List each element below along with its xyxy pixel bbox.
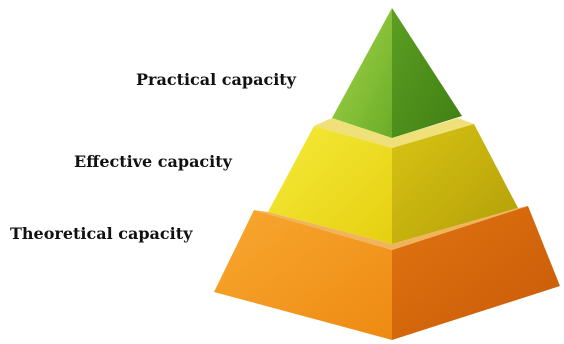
tier-practical — [332, 8, 462, 138]
tier-practical-left-face — [332, 8, 392, 138]
tier-theoretical-left-face — [214, 210, 392, 340]
tier-effective — [268, 118, 518, 244]
tier-effective-right-face — [392, 124, 518, 244]
label-effective-capacity: Effective capacity — [74, 152, 232, 171]
tier-effective-left-face — [268, 126, 392, 244]
tier-theoretical — [214, 206, 560, 340]
tier-practical-right-face — [392, 8, 462, 138]
label-theoretical-capacity: Theoretical capacity — [10, 224, 193, 243]
tier-theoretical-right-face — [392, 206, 560, 340]
tier-effective-top-face — [314, 118, 474, 148]
label-practical-capacity: Practical capacity — [136, 70, 296, 89]
